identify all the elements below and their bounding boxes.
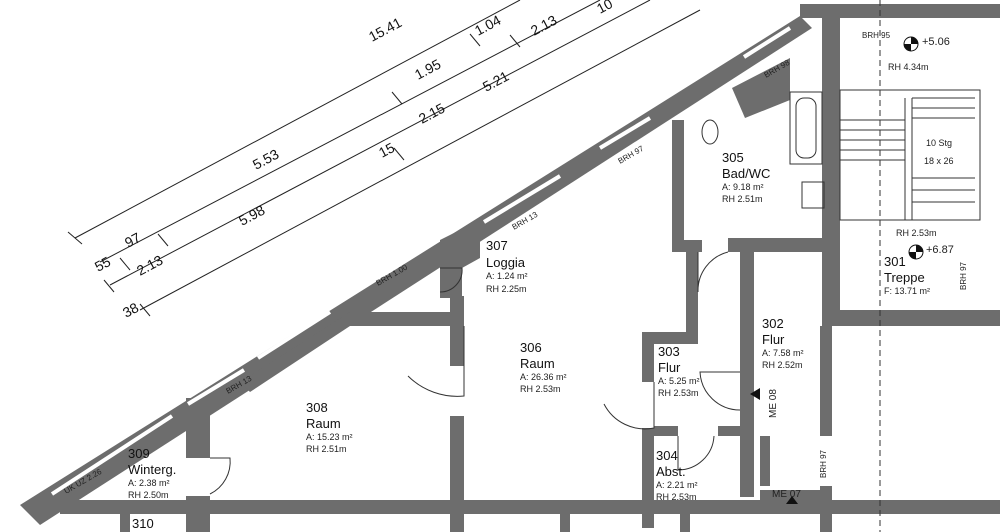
room-name: Winterg. (128, 462, 176, 477)
level-height: RH 2.53m (896, 228, 937, 238)
doors (209, 251, 741, 495)
dim-5-98: 5.98 (236, 202, 268, 229)
room-303: 303 Flur A: 5.25 m² RH 2.53m (658, 344, 700, 398)
dim-97: 97 (122, 229, 143, 251)
room-area: A: 2.21 m² (656, 480, 698, 490)
toilet-icon (701, 119, 719, 145)
dim-1-04: 1.04 (472, 12, 504, 39)
room-name: Flur (762, 332, 785, 347)
room-height: RH 2.52m (762, 360, 803, 370)
bathtub-icon (789, 91, 823, 165)
windows (50, 26, 792, 496)
dimension-labels: 15.41 1.04 10 1.95 2.13 5.53 2.15 5.21 5… (92, 0, 615, 321)
room-area: A: 15.23 m² (306, 432, 353, 442)
room-area: F: 13.71 m² (884, 286, 930, 296)
room-name: Bad/WC (722, 166, 770, 181)
door-309[interactable] (209, 457, 231, 495)
room-number: 302 (762, 316, 784, 331)
room-name: Loggia (486, 255, 526, 270)
door-307[interactable] (439, 267, 463, 293)
room-name: Flur (658, 360, 681, 375)
dim-2-13: 2.13 (134, 252, 166, 279)
room-number: 307 (486, 238, 508, 253)
room-name: Treppe (884, 270, 925, 285)
room-304: 304 Abst. A: 2.21 m² RH 2.53m (656, 448, 698, 502)
dim-55: 55 (92, 253, 113, 275)
dim-5-53: 5.53 (250, 146, 282, 173)
room-height: RH 2.53m (656, 492, 697, 502)
room-height: RH 2.25m (486, 284, 527, 294)
room-number: 309 (128, 446, 150, 461)
dim-38: 38 (120, 299, 141, 321)
brh-label: BRH 95 (862, 31, 891, 40)
sink-icon (801, 181, 825, 209)
room-308: 308 Raum A: 15.23 m² RH 2.51m (306, 400, 353, 454)
dimension-lines (67, 0, 701, 317)
room-310: 310 (132, 516, 154, 531)
door-305[interactable] (697, 251, 729, 293)
room-number: 306 (520, 340, 542, 355)
stair-size: 18 x 26 (924, 156, 954, 166)
room-height: RH 2.50m (128, 490, 169, 500)
room-area: A: 9.18 m² (722, 182, 764, 192)
room-height: RH 2.53m (658, 388, 699, 398)
room-number: 305 (722, 150, 744, 165)
dim-2-15: 2.15 (416, 100, 448, 127)
dim-10: 10 (594, 0, 615, 17)
door-303[interactable] (603, 382, 655, 430)
room-301: 301 Treppe F: 13.71 m² (884, 254, 930, 296)
room-302: 302 Flur A: 7.58 m² RH 2.52m (762, 316, 804, 370)
brh-label: BRH 97 (819, 449, 828, 478)
room-name: Abst. (656, 464, 686, 479)
dim-15: 15 (376, 139, 397, 161)
me-marker: ME 08 (768, 389, 779, 418)
dim-15-41: 15.41 (366, 14, 405, 45)
room-305: 305 Bad/WC A: 9.18 m² RH 2.51m (722, 150, 770, 204)
room-height: RH 2.53m (520, 384, 561, 394)
brh-label: BRH 97 (959, 261, 968, 290)
dim-2-13-top: 2.13 (528, 12, 560, 39)
stair-steps: 10 Stg (926, 138, 952, 148)
room-area: A: 7.58 m² (762, 348, 804, 358)
room-number: 301 (884, 254, 906, 269)
walls (20, 4, 1000, 532)
room-area: A: 1.24 m² (486, 271, 528, 281)
elevation-markers: ME 08 ME 07 (750, 388, 801, 504)
door-304[interactable] (677, 435, 715, 471)
room-number: 310 (132, 516, 154, 531)
room-name: Raum (306, 416, 341, 431)
dim-1-95: 1.95 (412, 56, 444, 83)
room-area: A: 26.36 m² (520, 372, 567, 382)
level-marker-2: +6.87 RH 2.53m (896, 228, 954, 260)
room-number: 304 (656, 448, 678, 463)
room-number: 308 (306, 400, 328, 415)
fixtures (701, 91, 825, 209)
level-marker-1: +5.06 RH 4.34m (888, 36, 950, 72)
door-302[interactable] (699, 371, 741, 411)
room-number: 303 (658, 344, 680, 359)
staircase (839, 0, 981, 532)
level-value: +6.87 (926, 244, 954, 256)
room-area: A: 2.38 m² (128, 478, 170, 488)
room-height: RH 2.51m (722, 194, 763, 204)
door-306[interactable] (407, 326, 465, 397)
room-name: Raum (520, 356, 555, 371)
room-309: 309 Winterg. A: 2.38 m² RH 2.50m (128, 446, 176, 500)
room-height: RH 2.51m (306, 444, 347, 454)
room-area: A: 5.25 m² (658, 376, 700, 386)
room-307: 307 Loggia A: 1.24 m² RH 2.25m (486, 238, 528, 294)
level-height: RH 4.34m (888, 62, 929, 72)
room-306: 306 Raum A: 26.36 m² RH 2.53m (520, 340, 567, 394)
dim-5-21: 5.21 (480, 68, 512, 95)
me-marker: ME 07 (772, 489, 801, 500)
level-value: +5.06 (922, 36, 950, 48)
